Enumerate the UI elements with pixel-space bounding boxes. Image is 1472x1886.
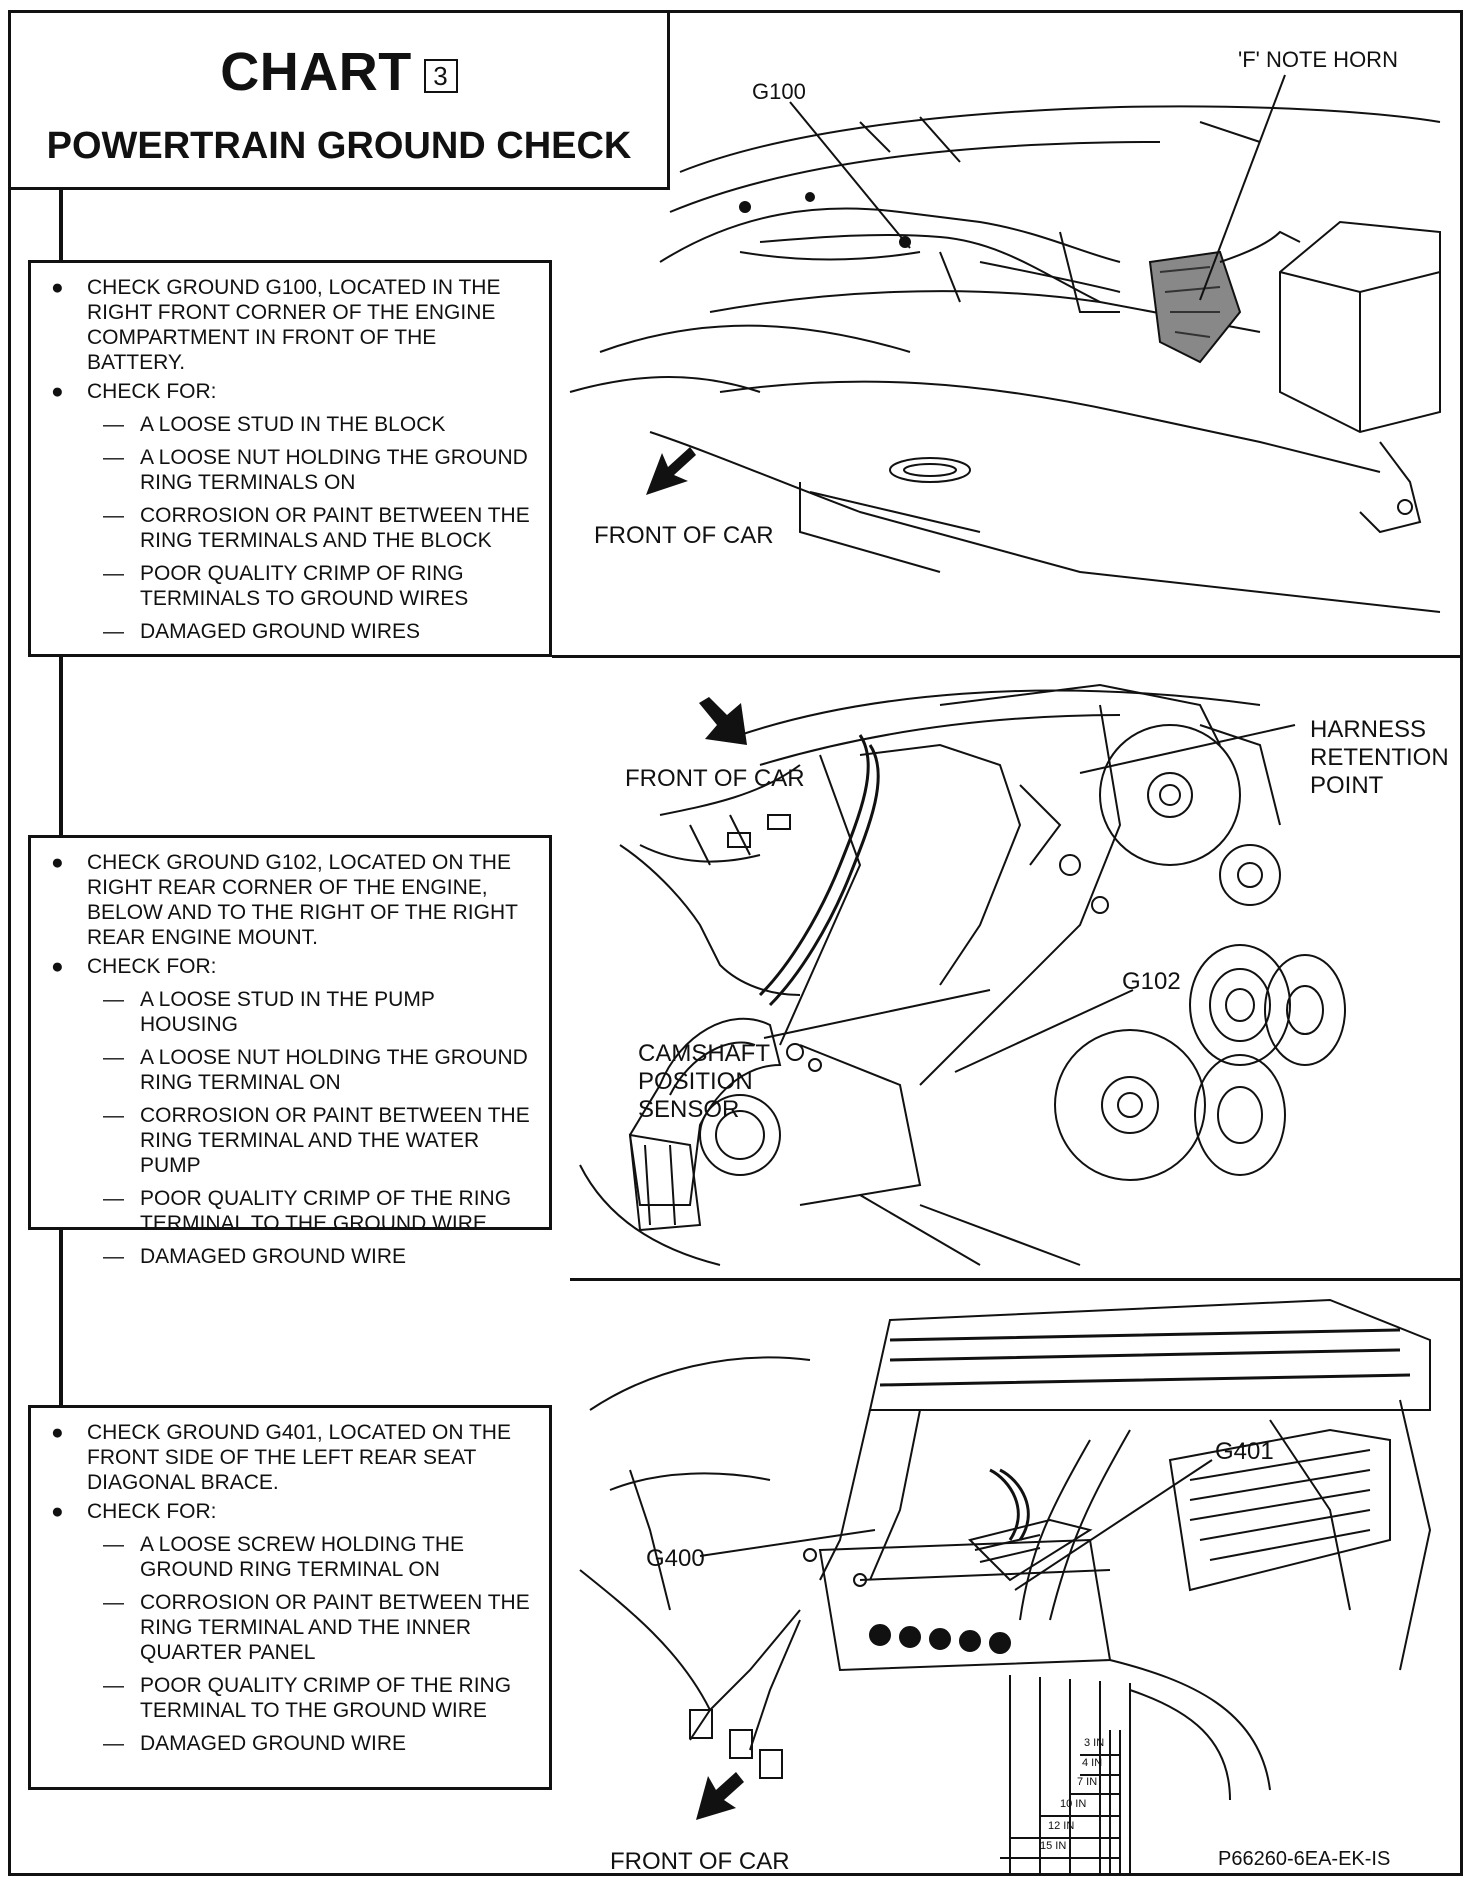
check-panel-g401: ●CHECK GROUND G401, LOCATED ON THE FRONT… xyxy=(28,1405,552,1790)
section-divider xyxy=(552,655,1463,658)
page-frame xyxy=(8,10,1463,1876)
label-g100: G100 xyxy=(752,79,806,104)
bullet-item: ●CHECK FOR: xyxy=(51,955,217,978)
bullet-icon: ● xyxy=(51,1421,64,1444)
dimension-label: 12 IN xyxy=(1048,1820,1075,1832)
bullet-item: ●CHECK GROUND G102, LOCATED ON THE RIGHT… xyxy=(51,851,518,949)
figure-code: P66260-6EA-EK-IS xyxy=(1218,1848,1391,1870)
bullet-icon: ● xyxy=(51,851,64,874)
leader-lines-1 xyxy=(789,74,1286,301)
sub-item: —DAMAGED GROUND WIRES xyxy=(103,620,421,643)
bullet-icon: ● xyxy=(51,380,64,403)
rear-seat-brace-illustration xyxy=(579,1298,1432,1800)
dimension-label: 15 IN xyxy=(1040,1840,1067,1852)
flow-connector xyxy=(59,655,63,835)
leader-lines-2 xyxy=(763,724,1296,1073)
label-harness-retention-2: RETENTION xyxy=(1310,744,1449,771)
front-arrow-icon xyxy=(696,1772,744,1820)
bullet-icon: ● xyxy=(51,276,64,299)
label-harness-retention-1: HARNESS xyxy=(1310,716,1427,743)
label-front-of-car: FRONT OF CAR xyxy=(625,765,805,792)
label-g400: G400 xyxy=(646,1545,705,1572)
chart-word: CHART xyxy=(220,42,412,102)
front-arrow-icon xyxy=(646,447,696,495)
sub-item: —A LOOSE NUT HOLDING THE GROUND RING TER… xyxy=(103,1046,528,1094)
sub-item: —A LOOSE NUT HOLDING THE GROUND RING TER… xyxy=(103,446,528,494)
page-title: POWERTRAIN GROUND CHECK xyxy=(46,125,632,167)
sub-item: —A LOOSE STUD IN THE PUMP HOUSING xyxy=(103,988,435,1036)
engine-front-illustration xyxy=(579,683,1346,1266)
check-panel-g100: ●CHECK GROUND G100, LOCATED IN THE RIGHT… xyxy=(28,260,552,657)
bullet-item: ●CHECK GROUND G100, LOCATED IN THE RIGHT… xyxy=(51,276,501,374)
sub-item: —POOR QUALITY CRIMP OF THE RING TERMINAL… xyxy=(103,1187,512,1235)
title-box: CHART 3 POWERTRAIN GROUND CHECK xyxy=(8,10,670,190)
front-arrow-icon xyxy=(699,697,747,745)
section-divider xyxy=(570,1278,1463,1281)
dimension-label: 4 IN xyxy=(1082,1757,1103,1769)
bullet-item: ●CHECK FOR: xyxy=(51,1500,217,1523)
sub-item: —POOR QUALITY CRIMP OF THE RING TERMINAL… xyxy=(103,1674,512,1722)
flow-connector xyxy=(59,1225,63,1405)
label-front-of-car: FRONT OF CAR xyxy=(610,1848,790,1875)
sub-item: —DAMAGED GROUND WIRE xyxy=(103,1245,407,1268)
bullet-icon: ● xyxy=(51,955,64,978)
sub-item: —DAMAGED GROUND WIRE xyxy=(103,1732,407,1755)
check-panel-g102: ●CHECK GROUND G102, LOCATED ON THE RIGHT… xyxy=(28,835,552,1268)
bullet-item: ●CHECK FOR: xyxy=(51,380,217,403)
sub-item: —POOR QUALITY CRIMP OF RING TERMINALS TO… xyxy=(103,562,469,610)
sub-item: —A LOOSE STUD IN THE BLOCK xyxy=(103,413,446,436)
chart-heading: CHART 3 xyxy=(11,41,667,103)
sub-item: —A LOOSE SCREW HOLDING THE GROUND RING T… xyxy=(103,1533,465,1581)
label-harness-retention-3: POINT xyxy=(1310,772,1384,799)
leader-lines-3 xyxy=(699,1459,1213,1875)
label-f-note-horn: 'F' NOTE HORN xyxy=(1238,47,1398,72)
label-front-of-car: FRONT OF CAR xyxy=(594,522,774,549)
dimension-label: 10 IN xyxy=(1060,1798,1087,1810)
chart-number: 3 xyxy=(423,58,458,93)
flow-connector xyxy=(59,190,63,260)
bullet-item: ●CHECK GROUND G401, LOCATED ON THE FRONT… xyxy=(51,1421,511,1494)
label-camshaft-1: CAMSHAFT xyxy=(638,1040,770,1067)
label-camshaft-3: SENSOR xyxy=(638,1096,740,1123)
label-g401: G401 xyxy=(1215,1438,1274,1465)
dimension-label: 7 IN xyxy=(1077,1776,1098,1788)
sub-item: —CORROSION OR PAINT BETWEEN THE RING TER… xyxy=(103,504,530,552)
dimension-label: 3 IN xyxy=(1084,1737,1105,1749)
bullet-icon: ● xyxy=(51,1500,64,1523)
label-g102: G102 xyxy=(1122,968,1181,995)
sub-item: —CORROSION OR PAINT BETWEEN THE RING TER… xyxy=(103,1591,530,1664)
engine-compartment-illustration xyxy=(569,105,1441,613)
sub-item: —CORROSION OR PAINT BETWEEN THE RING TER… xyxy=(103,1104,530,1177)
label-camshaft-2: POSITION xyxy=(638,1068,753,1095)
